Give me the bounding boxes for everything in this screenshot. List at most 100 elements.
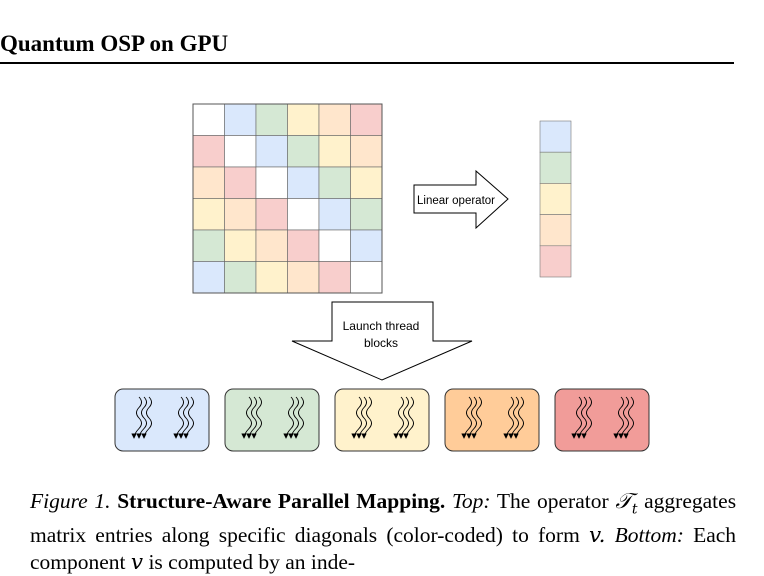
matrix-border (192, 103, 383, 294)
thread-block (334, 388, 430, 452)
matrix-cell (287, 135, 320, 168)
caption-line3-part1: to form (512, 523, 580, 548)
thread-block (224, 388, 320, 452)
thread-arrow (571, 396, 582, 439)
operator-subscript: t (631, 501, 638, 518)
thread-arrow (466, 396, 477, 439)
matrix-cell (350, 198, 383, 231)
thread-arrow (131, 396, 142, 439)
thread-block-box (334, 388, 430, 452)
thread-arrow (471, 396, 482, 439)
vector-var-2: v (130, 550, 144, 576)
matrix-cell (287, 229, 320, 262)
matrix-cell (192, 103, 225, 136)
figure-diagram: Linear operator Launch thread blocks (114, 103, 650, 452)
matrix-cell (224, 198, 257, 231)
matrix-cell (318, 261, 351, 294)
thread-arrow (618, 396, 629, 439)
matrix-cell (224, 166, 257, 199)
launch-label-line2: blocks (364, 336, 398, 350)
thread-arrow (393, 396, 404, 439)
matrix-grid (192, 103, 383, 294)
thread-arrow (576, 396, 587, 439)
thread-arrow (288, 396, 299, 439)
caption-title: Structure-Aware Parallel Mapping. (117, 489, 446, 513)
matrix-cell (287, 166, 320, 199)
output-vector (539, 120, 572, 278)
thread-arrow (461, 396, 472, 439)
thread-arrow (356, 396, 367, 439)
thread-block-box (114, 388, 210, 452)
matrix-cell (192, 229, 225, 262)
thread-arrow (246, 396, 257, 439)
thread-arrow (241, 396, 252, 439)
thread-arrow (361, 396, 372, 439)
thread-arrow (251, 396, 262, 439)
thread-arrow (183, 396, 194, 439)
thread-arrow (283, 396, 294, 439)
matrix-cell (224, 261, 257, 294)
matrix-cell (350, 166, 383, 199)
matrix-cell (255, 198, 288, 231)
thread-arrow (136, 396, 147, 439)
matrix-cell (318, 166, 351, 199)
matrix-cell (287, 103, 320, 136)
matrix-cell (192, 261, 225, 294)
matrix-cell (192, 135, 225, 168)
figure-label: Figure 1. (30, 489, 111, 513)
caption-line2: aggregates matrix entries along specific… (30, 489, 737, 548)
matrix-cell (318, 198, 351, 231)
figure-caption: Figure 1. Structure-Aware Parallel Mappi… (30, 488, 736, 576)
caption-line3-part3: is computed by an inde- (148, 550, 356, 575)
matrix-cell (224, 229, 257, 262)
thread-block (444, 388, 540, 452)
thread-arrow (513, 396, 524, 439)
matrix-cell (255, 135, 288, 168)
thread-arrow (623, 396, 634, 439)
thread-block-box (224, 388, 320, 452)
thread-block (554, 388, 650, 452)
thread-arrow (141, 396, 152, 439)
page-header: Quantum OSP on GPU (0, 30, 734, 64)
thread-arrow (398, 396, 409, 439)
thread-arrow (503, 396, 514, 439)
matrix-cell (255, 229, 288, 262)
vector-cell (539, 183, 572, 215)
linear-operator-label: Linear operator (417, 195, 495, 207)
matrix-cell (350, 261, 383, 294)
caption-line1-rest: The operator (496, 489, 609, 513)
matrix-cell (350, 103, 383, 136)
matrix-cell (318, 135, 351, 168)
launch-label-line1: Launch thread (343, 319, 420, 333)
matrix-cell (192, 198, 225, 231)
matrix-cell (255, 103, 288, 136)
operator-symbol: 𝒯 (615, 489, 632, 514)
matrix-cell (350, 135, 383, 168)
thread-arrow (581, 396, 592, 439)
matrix-cell (255, 166, 288, 199)
top-label: Top: (451, 489, 491, 513)
vector-cell (539, 214, 572, 247)
linear-operator-arrow: Linear operator (413, 169, 509, 230)
matrix-cell (287, 198, 320, 231)
thread-block-box (444, 388, 540, 452)
thread-arrow (293, 396, 304, 439)
matrix-cell (224, 103, 257, 136)
launch-thread-blocks-arrow: Launch thread blocks (291, 301, 473, 381)
thread-arrow (508, 396, 519, 439)
vector-var: v. (588, 523, 606, 549)
thread-arrow (178, 396, 189, 439)
matrix-cell (224, 135, 257, 168)
vector-cell (539, 245, 572, 278)
thread-block (114, 388, 210, 452)
matrix-cell (318, 103, 351, 136)
matrix-cell (318, 229, 351, 262)
vector-cell (539, 120, 572, 153)
matrix-cell (287, 261, 320, 294)
thread-arrow (351, 396, 362, 439)
matrix-cell (255, 261, 288, 294)
running-title: Quantum OSP on GPU (0, 31, 229, 56)
thread-arrow (173, 396, 184, 439)
thread-blocks (114, 388, 650, 452)
thread-block-box (554, 388, 650, 452)
